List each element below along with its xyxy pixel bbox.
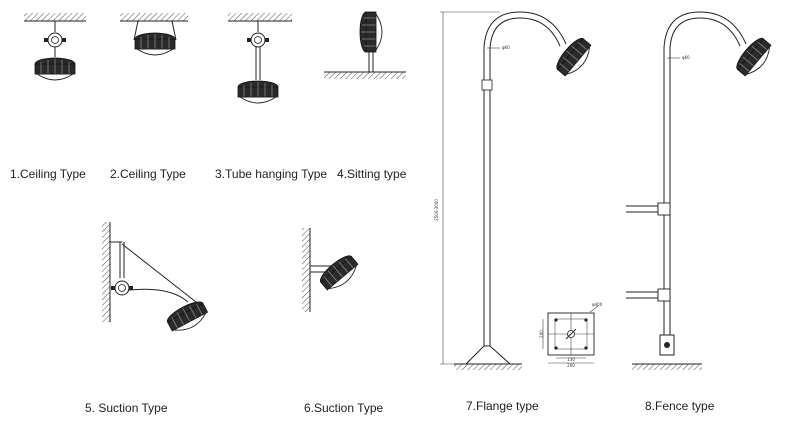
label-fence-type: 8.Fence type: [645, 399, 715, 413]
flange-outer-dimension: 200: [567, 363, 575, 368]
label-suction-type-5: 5. Suction Type: [85, 401, 168, 415]
floor-hatch: [324, 72, 406, 79]
label-suction-type-6: 6.Suction Type: [304, 401, 383, 415]
label-ceiling-type-2: 2.Ceiling Type: [110, 167, 186, 181]
label-ceiling-type-1: 1.Ceiling Type: [10, 167, 86, 181]
ceiling-type-2-drawing: [120, 13, 188, 56]
suction-type-6-drawing: [302, 228, 363, 312]
wall-hatch: [102, 222, 110, 322]
ceiling-hatch: [228, 13, 292, 21]
ground-hatch: [632, 364, 702, 370]
tube-hanging-type-drawing: [228, 13, 292, 104]
flange-plate-dimension: φ400: [592, 302, 603, 307]
suction-type-5-drawing: [102, 222, 211, 337]
fence-type-drawing: φ60: [626, 11, 776, 370]
flange-plate-detail: φ400 200 130 200: [539, 302, 603, 368]
ceiling-hatch: [24, 13, 86, 21]
flange-side-dimension: 200: [539, 330, 544, 338]
pipe-diameter-8: φ60: [682, 55, 690, 60]
flange-type-drawing: 2500-3000 φ60 φ400 200: [434, 11, 603, 370]
ground-hatch: [454, 364, 522, 370]
label-sitting-type: 4.Sitting type: [337, 167, 407, 181]
flange-inner-dimension: 130: [567, 357, 575, 362]
label-tube-hanging-type: 3.Tube hanging Type: [215, 167, 327, 181]
pole-height-dimension: 2500-3000: [434, 199, 439, 221]
sitting-type-drawing: [324, 11, 406, 79]
label-flange-type: 7.Flange type: [466, 399, 539, 413]
wall-hatch: [302, 228, 310, 312]
ceiling-hatch: [120, 13, 188, 21]
ceiling-type-1-drawing: [24, 13, 86, 81]
pipe-diameter-7: φ60: [502, 45, 510, 50]
